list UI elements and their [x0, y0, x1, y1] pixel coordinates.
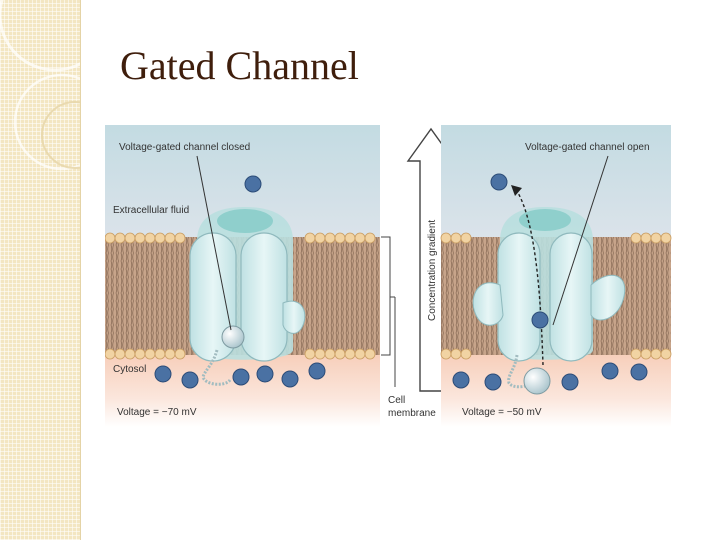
phospholipid-head	[124, 232, 136, 244]
slide-sidebar-decoration	[0, 0, 81, 540]
phospholipid-head	[450, 348, 462, 360]
ion	[154, 365, 172, 383]
leader-line-closed	[196, 155, 232, 331]
phospholipid-head	[440, 232, 452, 244]
phospholipid-head	[164, 348, 176, 360]
voltage-left-label: Voltage = −70 mV	[117, 407, 197, 418]
ion	[232, 368, 250, 386]
phospholipid-head	[105, 232, 116, 244]
sidebar-swirl-decoration	[0, 0, 80, 171]
phospholipid-head	[354, 232, 366, 244]
phospholipid-head	[144, 232, 156, 244]
phospholipid-head	[144, 348, 156, 360]
cell-membrane-label-line1: Cell	[388, 395, 405, 406]
phospholipid-head	[334, 232, 346, 244]
slide-title: Gated Channel	[120, 43, 359, 88]
phospholipid-head	[630, 232, 642, 244]
phospholipid-head	[114, 232, 126, 244]
phospholipid-head	[174, 348, 186, 360]
phospholipid-head	[164, 232, 176, 244]
phospholipid-head	[650, 232, 662, 244]
voltage-right-label: Voltage = −50 mV	[462, 407, 542, 418]
phospholipid-head	[324, 232, 336, 244]
ion	[256, 365, 274, 383]
phospholipid-head	[314, 348, 326, 360]
closed-channel-panel: Voltage-gated channel closed Extracellul…	[105, 125, 380, 427]
leader-line-open	[552, 155, 609, 326]
closed-channel-label: Voltage-gated channel closed	[119, 142, 250, 153]
ion	[490, 173, 508, 191]
phospholipid-head	[154, 232, 166, 244]
phospholipid-head	[334, 348, 346, 360]
gated-channel-figure: Voltage-gated channel closed Extracellul…	[105, 125, 672, 427]
ion-flow-arrowhead	[511, 185, 522, 196]
ion	[452, 371, 470, 389]
phospholipid-head	[640, 232, 652, 244]
cytosol-region-left	[105, 355, 380, 427]
ion-flow-path	[516, 190, 544, 366]
ion	[561, 373, 579, 391]
ion	[531, 311, 549, 329]
ion	[181, 371, 199, 389]
phospholipid-head	[174, 232, 186, 244]
phospholipid-head	[314, 232, 326, 244]
open-channel-panel: Voltage-gated channel open Voltage = −50…	[440, 125, 672, 427]
ion	[601, 362, 619, 380]
ion	[281, 370, 299, 388]
phospholipid-head	[650, 348, 662, 360]
phospholipid-head	[105, 348, 116, 360]
phospholipid-head	[450, 232, 462, 244]
open-channel-label: Voltage-gated channel open	[525, 142, 650, 153]
phospholipid-head	[660, 348, 672, 360]
concentration-gradient-label: Concentration gradient	[427, 220, 438, 321]
gate-ball-closed	[221, 325, 245, 349]
cell-membrane-label-line2: membrane	[388, 408, 436, 419]
phospholipid-heads-right	[440, 232, 672, 360]
cytosol-label: Cytosol	[113, 364, 146, 375]
phospholipid-head	[364, 232, 376, 244]
ion	[484, 373, 502, 391]
ion	[630, 363, 648, 381]
closed-channel-protein	[189, 207, 306, 386]
extracellular-fluid-label: Extracellular fluid	[113, 205, 189, 216]
ion	[308, 362, 326, 380]
phospholipid-head	[344, 232, 356, 244]
phospholipid-head	[640, 348, 652, 360]
phospholipid-head	[134, 348, 146, 360]
phospholipid-head	[134, 232, 146, 244]
ion	[244, 175, 262, 193]
phospholipid-head	[354, 348, 366, 360]
membrane-bracket	[381, 236, 391, 356]
phospholipid-head	[364, 348, 376, 360]
phospholipid-head	[304, 232, 316, 244]
phospholipid-head	[440, 348, 452, 360]
phospholipid-heads-left	[105, 232, 376, 360]
phospholipid-head	[124, 348, 136, 360]
phospholipid-head	[344, 348, 356, 360]
phospholipid-head	[304, 348, 316, 360]
phospholipid-head	[114, 348, 126, 360]
phospholipid-head	[460, 348, 472, 360]
phospholipid-head	[660, 232, 672, 244]
phospholipid-head	[630, 348, 642, 360]
gate-ball-open	[523, 367, 551, 395]
phospholipid-head	[460, 232, 472, 244]
phospholipid-head	[154, 348, 166, 360]
phospholipid-head	[324, 348, 336, 360]
